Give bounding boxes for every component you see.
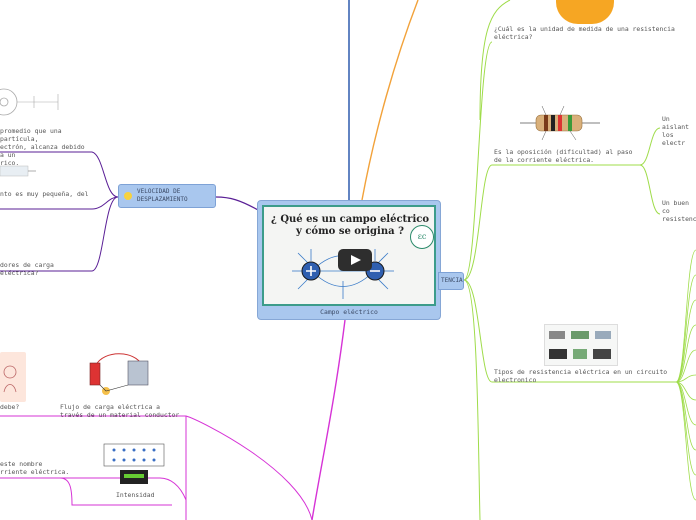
video-thumbnail[interactable]: ¿ Qué es un campo eléctrico y cómo se or…: [262, 205, 436, 306]
person-image: [0, 352, 26, 402]
central-topic-node[interactable]: ¿ Qué es un campo eléctrico y cómo se or…: [257, 200, 441, 320]
central-topic-label: Campo eléctrico: [320, 308, 378, 316]
wire-image: [0, 162, 38, 182]
intensidad-label: Intensidad: [116, 491, 155, 499]
intensidad-debe-text: debe?: [0, 403, 20, 411]
current-flow-image: [100, 440, 168, 486]
resistencia-node[interactable]: TENCIA: [438, 272, 464, 290]
resistencia-tipos-text: Tipos de resistencia eléctrica en un cir…: [494, 368, 668, 384]
resistencia-oposicion-text: Es la oposición (dificultad) al paso de …: [494, 148, 633, 164]
channel-logo: ɛc: [410, 225, 434, 249]
velocidad-text-2: nto es muy pequeña, del: [0, 190, 89, 198]
velocidad-text-3: dores de carga eléctrica?: [0, 261, 54, 277]
video-title: ¿ Qué es un campo eléctrico y cómo se or…: [270, 214, 429, 237]
resistencia-unidad-text: ¿Cuál es la unidad de medida de una resi…: [494, 25, 675, 41]
resistor-image: [520, 100, 600, 146]
intensidad-nombre-text: este nombre rriente eléctrica.: [0, 460, 70, 476]
velocidad-node[interactable]: VELOCIDAD DE DESPLAZAMIENTO: [118, 184, 216, 208]
velocidad-text-1: promedio que una partícula, ectrón, alca…: [0, 127, 85, 167]
hand-image: [556, 0, 614, 24]
resistencia-buen-text: Un buen co resistenc: [662, 199, 696, 223]
connector-left-purple: [215, 196, 259, 211]
connector-top-orange: [361, 0, 419, 201]
resistencia-label: TENCIA: [441, 277, 463, 284]
connector-bottom-magenta: [311, 319, 346, 520]
resistor-types-image: [544, 324, 618, 366]
intensidad-flujo-text: Flujo de carga eléctrica a través de un …: [60, 403, 180, 419]
play-button[interactable]: [338, 249, 372, 271]
circuit-battery-image: [84, 345, 156, 401]
velocidad-label: VELOCIDAD DE DESPLAZAMIENTO: [137, 188, 188, 203]
resistencia-aislante-text: Un aislant los electr: [662, 115, 689, 147]
electron-sketch-image: [0, 86, 64, 124]
lightbulb-icon: [124, 192, 132, 200]
electric-field-diagram: [292, 249, 394, 299]
